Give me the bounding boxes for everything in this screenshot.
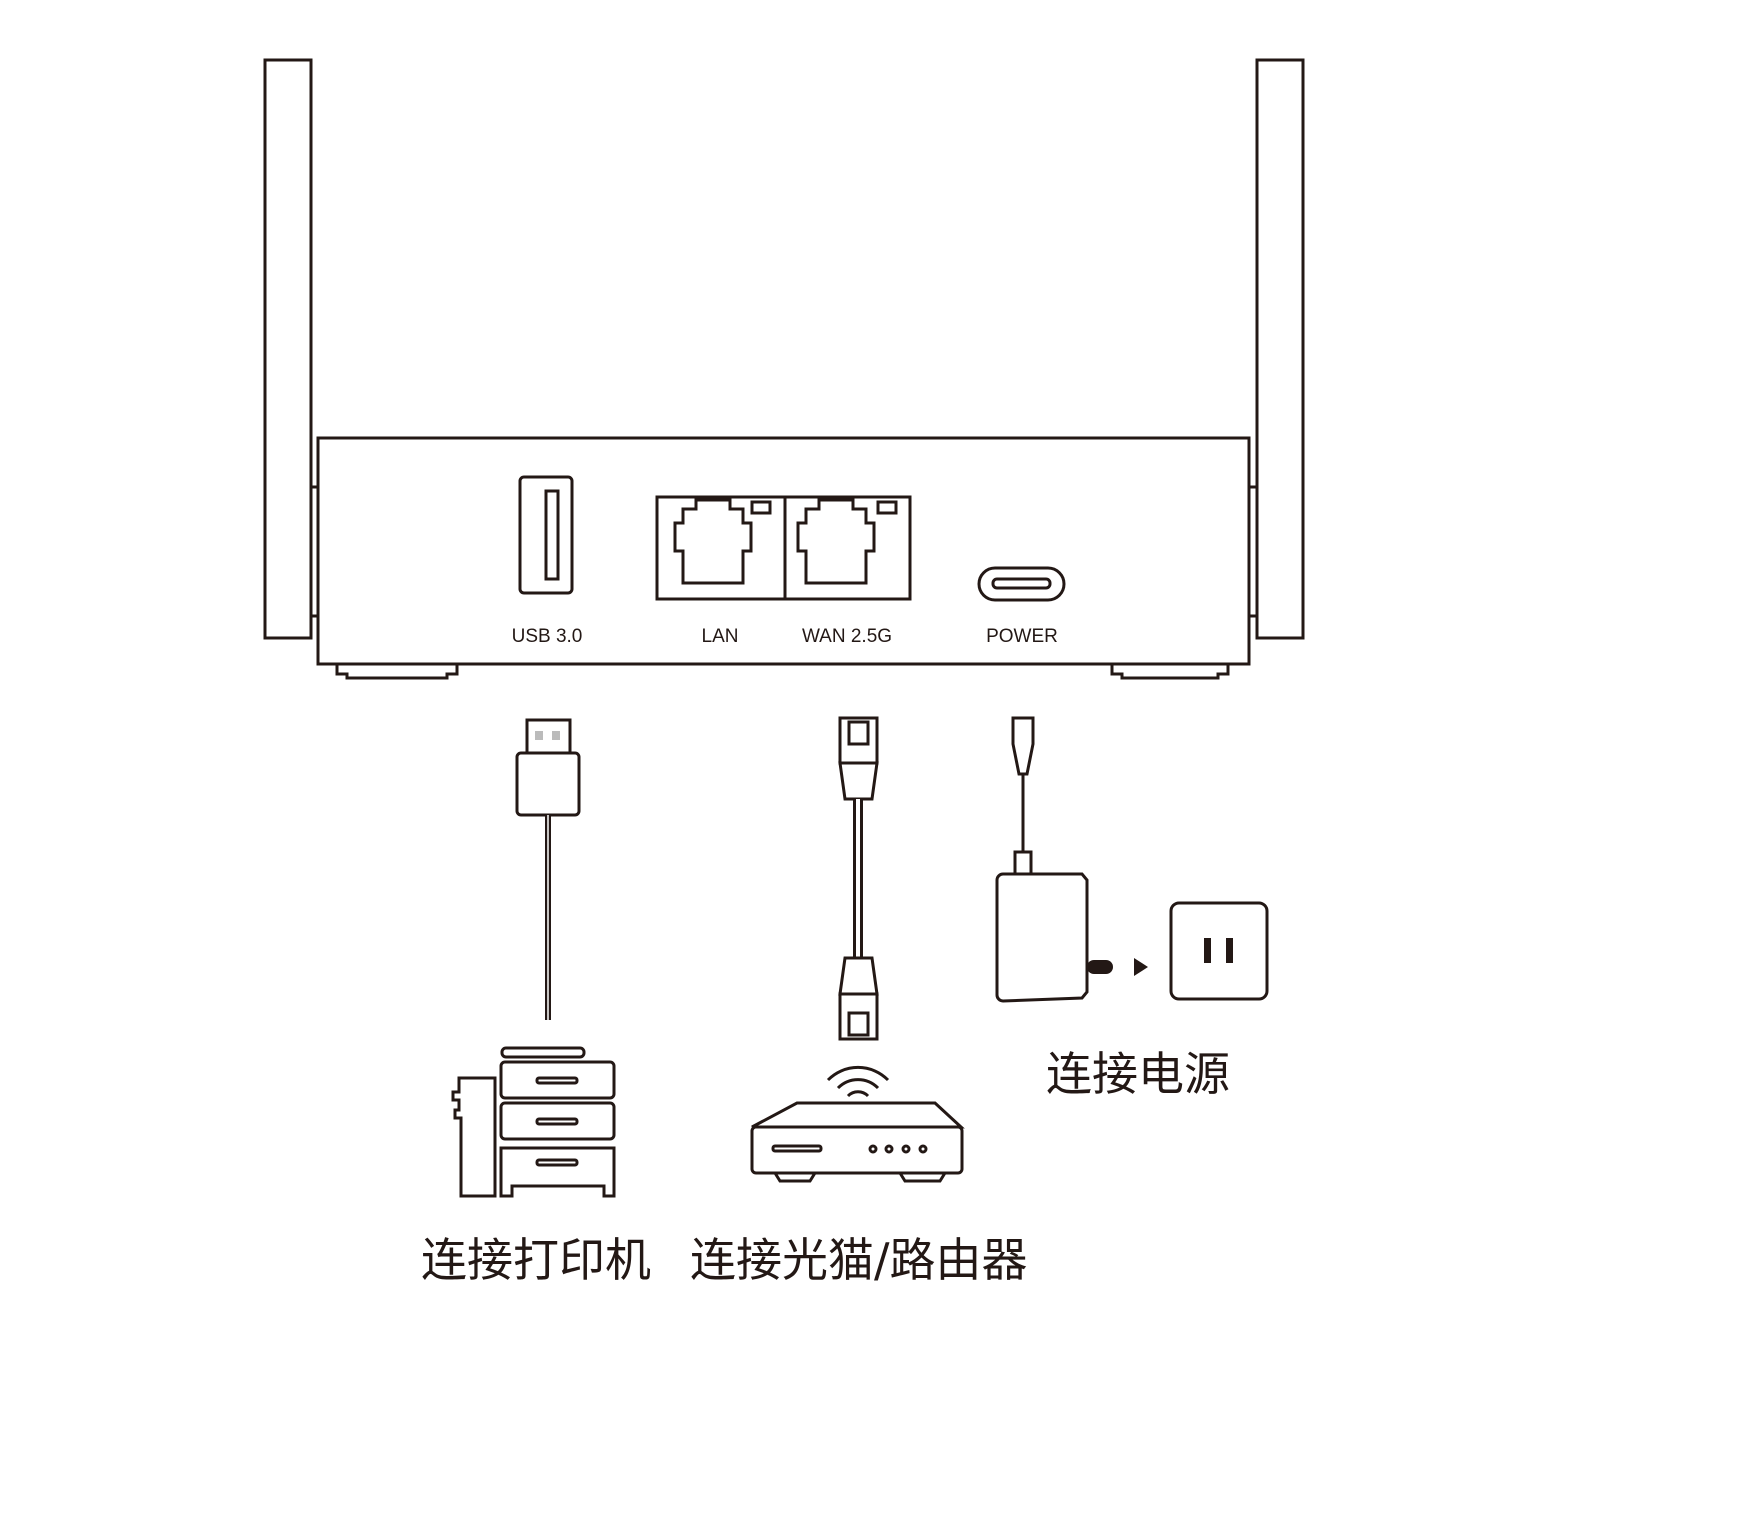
antenna-left [263, 58, 313, 640]
antenna-right [1255, 58, 1305, 640]
usb-c-power-port-icon [977, 566, 1066, 602]
modem-router-icon [750, 1065, 965, 1183]
power-adapter-icon [995, 716, 1148, 1003]
caption-connect-power: 连接电源 [1046, 1047, 1230, 1101]
arrow-right-icon [1134, 958, 1148, 976]
lan-port-label: LAN [702, 626, 739, 647]
power-port-label: POWER [986, 626, 1058, 647]
usb-port-label: USB 3.0 [512, 626, 583, 647]
caption-connect-printer: 连接打印机 [421, 1233, 651, 1287]
wall-socket-icon [1169, 901, 1269, 1001]
ethernet-ports-icon [655, 495, 912, 601]
printer-icon [451, 1046, 616, 1198]
wan-port-label: WAN 2.5G [802, 626, 892, 647]
ethernet-cable-icon [838, 716, 879, 1041]
usb-cable-icon [515, 718, 581, 1020]
caption-connect-modem-router: 连接光猫/路由器 [690, 1233, 1028, 1287]
usb-port-icon [518, 475, 574, 595]
